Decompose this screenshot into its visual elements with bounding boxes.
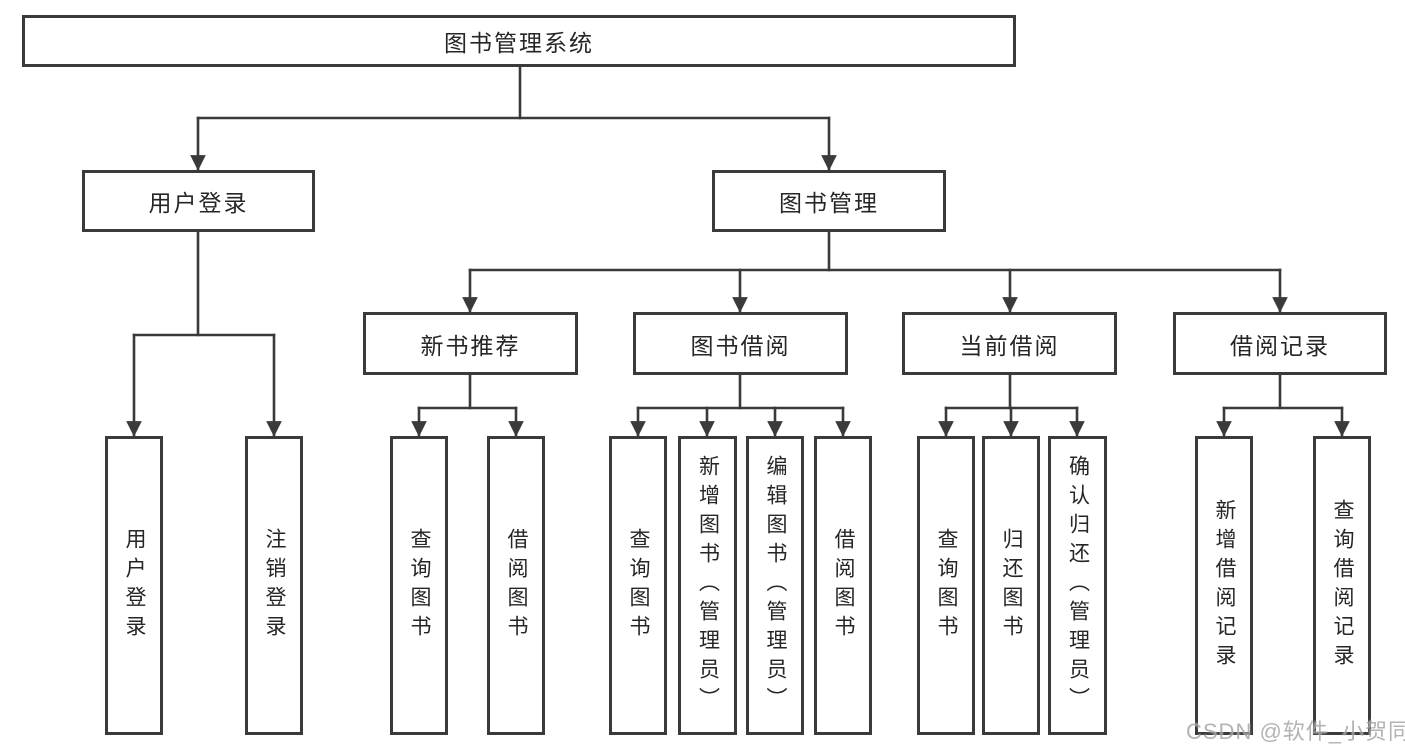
node-borrow-records: 借阅记录	[1173, 312, 1387, 375]
leaf-edit-books-admin: 编辑图书（管理员）	[746, 436, 804, 735]
node-label: 借阅记录	[1230, 332, 1330, 359]
node-label: 注销登录	[263, 527, 287, 644]
node-label: 当前借阅	[959, 332, 1060, 359]
leaf-add-borrow-record: 新增借阅记录	[1195, 436, 1253, 735]
node-user-login: 用户登录	[82, 170, 315, 232]
node-new-book-recommend: 新书推荐	[363, 312, 578, 375]
leaf-query-books-recommend: 查询图书	[390, 436, 448, 735]
node-label: 用户登录	[148, 190, 249, 216]
node-label: 新增图书（管理员）	[696, 455, 720, 716]
node-label: 借阅图书	[832, 527, 856, 644]
node-label: 图书借阅	[690, 332, 791, 359]
leaf-query-books-borrow: 查询图书	[609, 436, 667, 735]
leaf-add-books-admin: 新增图书（管理员）	[678, 436, 737, 735]
leaf-query-books-current: 查询图书	[917, 436, 975, 735]
csdn-watermark: CSDN @软件_小贺同学	[1186, 719, 1405, 744]
leaf-user-login: 用户登录	[105, 436, 163, 735]
node-label: 查询图书	[627, 527, 651, 644]
node-book-borrow: 图书借阅	[633, 312, 848, 375]
node-label: 查询图书	[408, 527, 432, 644]
node-label: 查询借阅记录	[1331, 498, 1355, 673]
node-library-management-system: 图书管理系统	[22, 15, 1016, 67]
node-book-management: 图书管理	[712, 170, 946, 232]
node-current-borrow: 当前借阅	[902, 312, 1117, 375]
node-label: 图书管理	[779, 190, 879, 216]
node-label: 归还图书	[1000, 527, 1024, 644]
node-label: 编辑图书（管理员）	[764, 455, 788, 716]
node-label: 确认归还（管理员）	[1066, 455, 1090, 716]
leaf-borrow-books: 借阅图书	[814, 436, 872, 735]
node-label: 图书管理系统	[444, 30, 594, 56]
node-label: 新增借阅记录	[1213, 498, 1237, 673]
leaf-borrow-books-recommend: 借阅图书	[487, 436, 545, 735]
node-label: 借阅图书	[505, 527, 529, 644]
node-label: 用户登录	[123, 527, 147, 644]
leaf-confirm-return-admin: 确认归还（管理员）	[1048, 436, 1107, 735]
leaf-query-borrow-record: 查询借阅记录	[1313, 436, 1371, 735]
leaf-return-books: 归还图书	[982, 436, 1040, 735]
node-label: 新书推荐	[420, 332, 521, 359]
leaf-logout: 注销登录	[245, 436, 303, 735]
node-label: 查询图书	[935, 527, 959, 644]
